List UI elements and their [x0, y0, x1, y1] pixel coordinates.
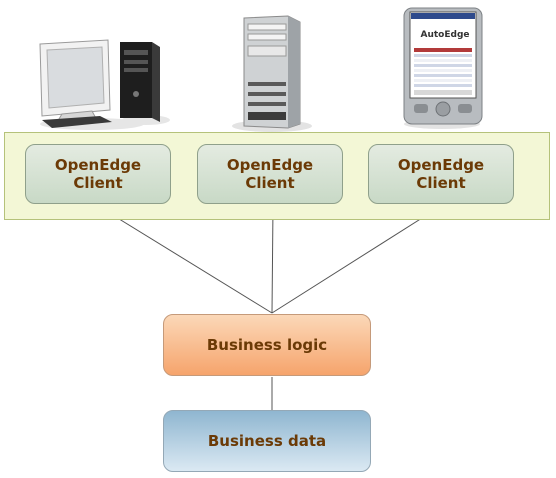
- openedge-client-box-3: OpenEdge Client: [368, 144, 514, 204]
- desktop-computer-icon: [39, 39, 170, 130]
- openedge-client-label-2: OpenEdge Client: [226, 156, 314, 192]
- pda-brand-text: AutoEdge: [421, 30, 470, 40]
- openedge-client-box-1: OpenEdge Client: [25, 144, 171, 204]
- pda-icon: AutoEdge: [403, 7, 483, 129]
- server-tower-icon: [232, 15, 312, 132]
- business-data-label: Business data: [207, 432, 327, 450]
- openedge-client-label-3: OpenEdge Client: [397, 156, 485, 192]
- connector-client2-logic: [271, 205, 274, 314]
- connector-client1-logic: [97, 205, 273, 314]
- connector-client3-logic: [271, 205, 442, 314]
- business-logic-box: Business logic: [163, 314, 371, 376]
- business-data-box: Business data: [163, 410, 371, 472]
- openedge-client-label-1: OpenEdge Client: [54, 156, 142, 192]
- business-logic-label: Business logic: [206, 336, 328, 354]
- openedge-client-box-2: OpenEdge Client: [197, 144, 343, 204]
